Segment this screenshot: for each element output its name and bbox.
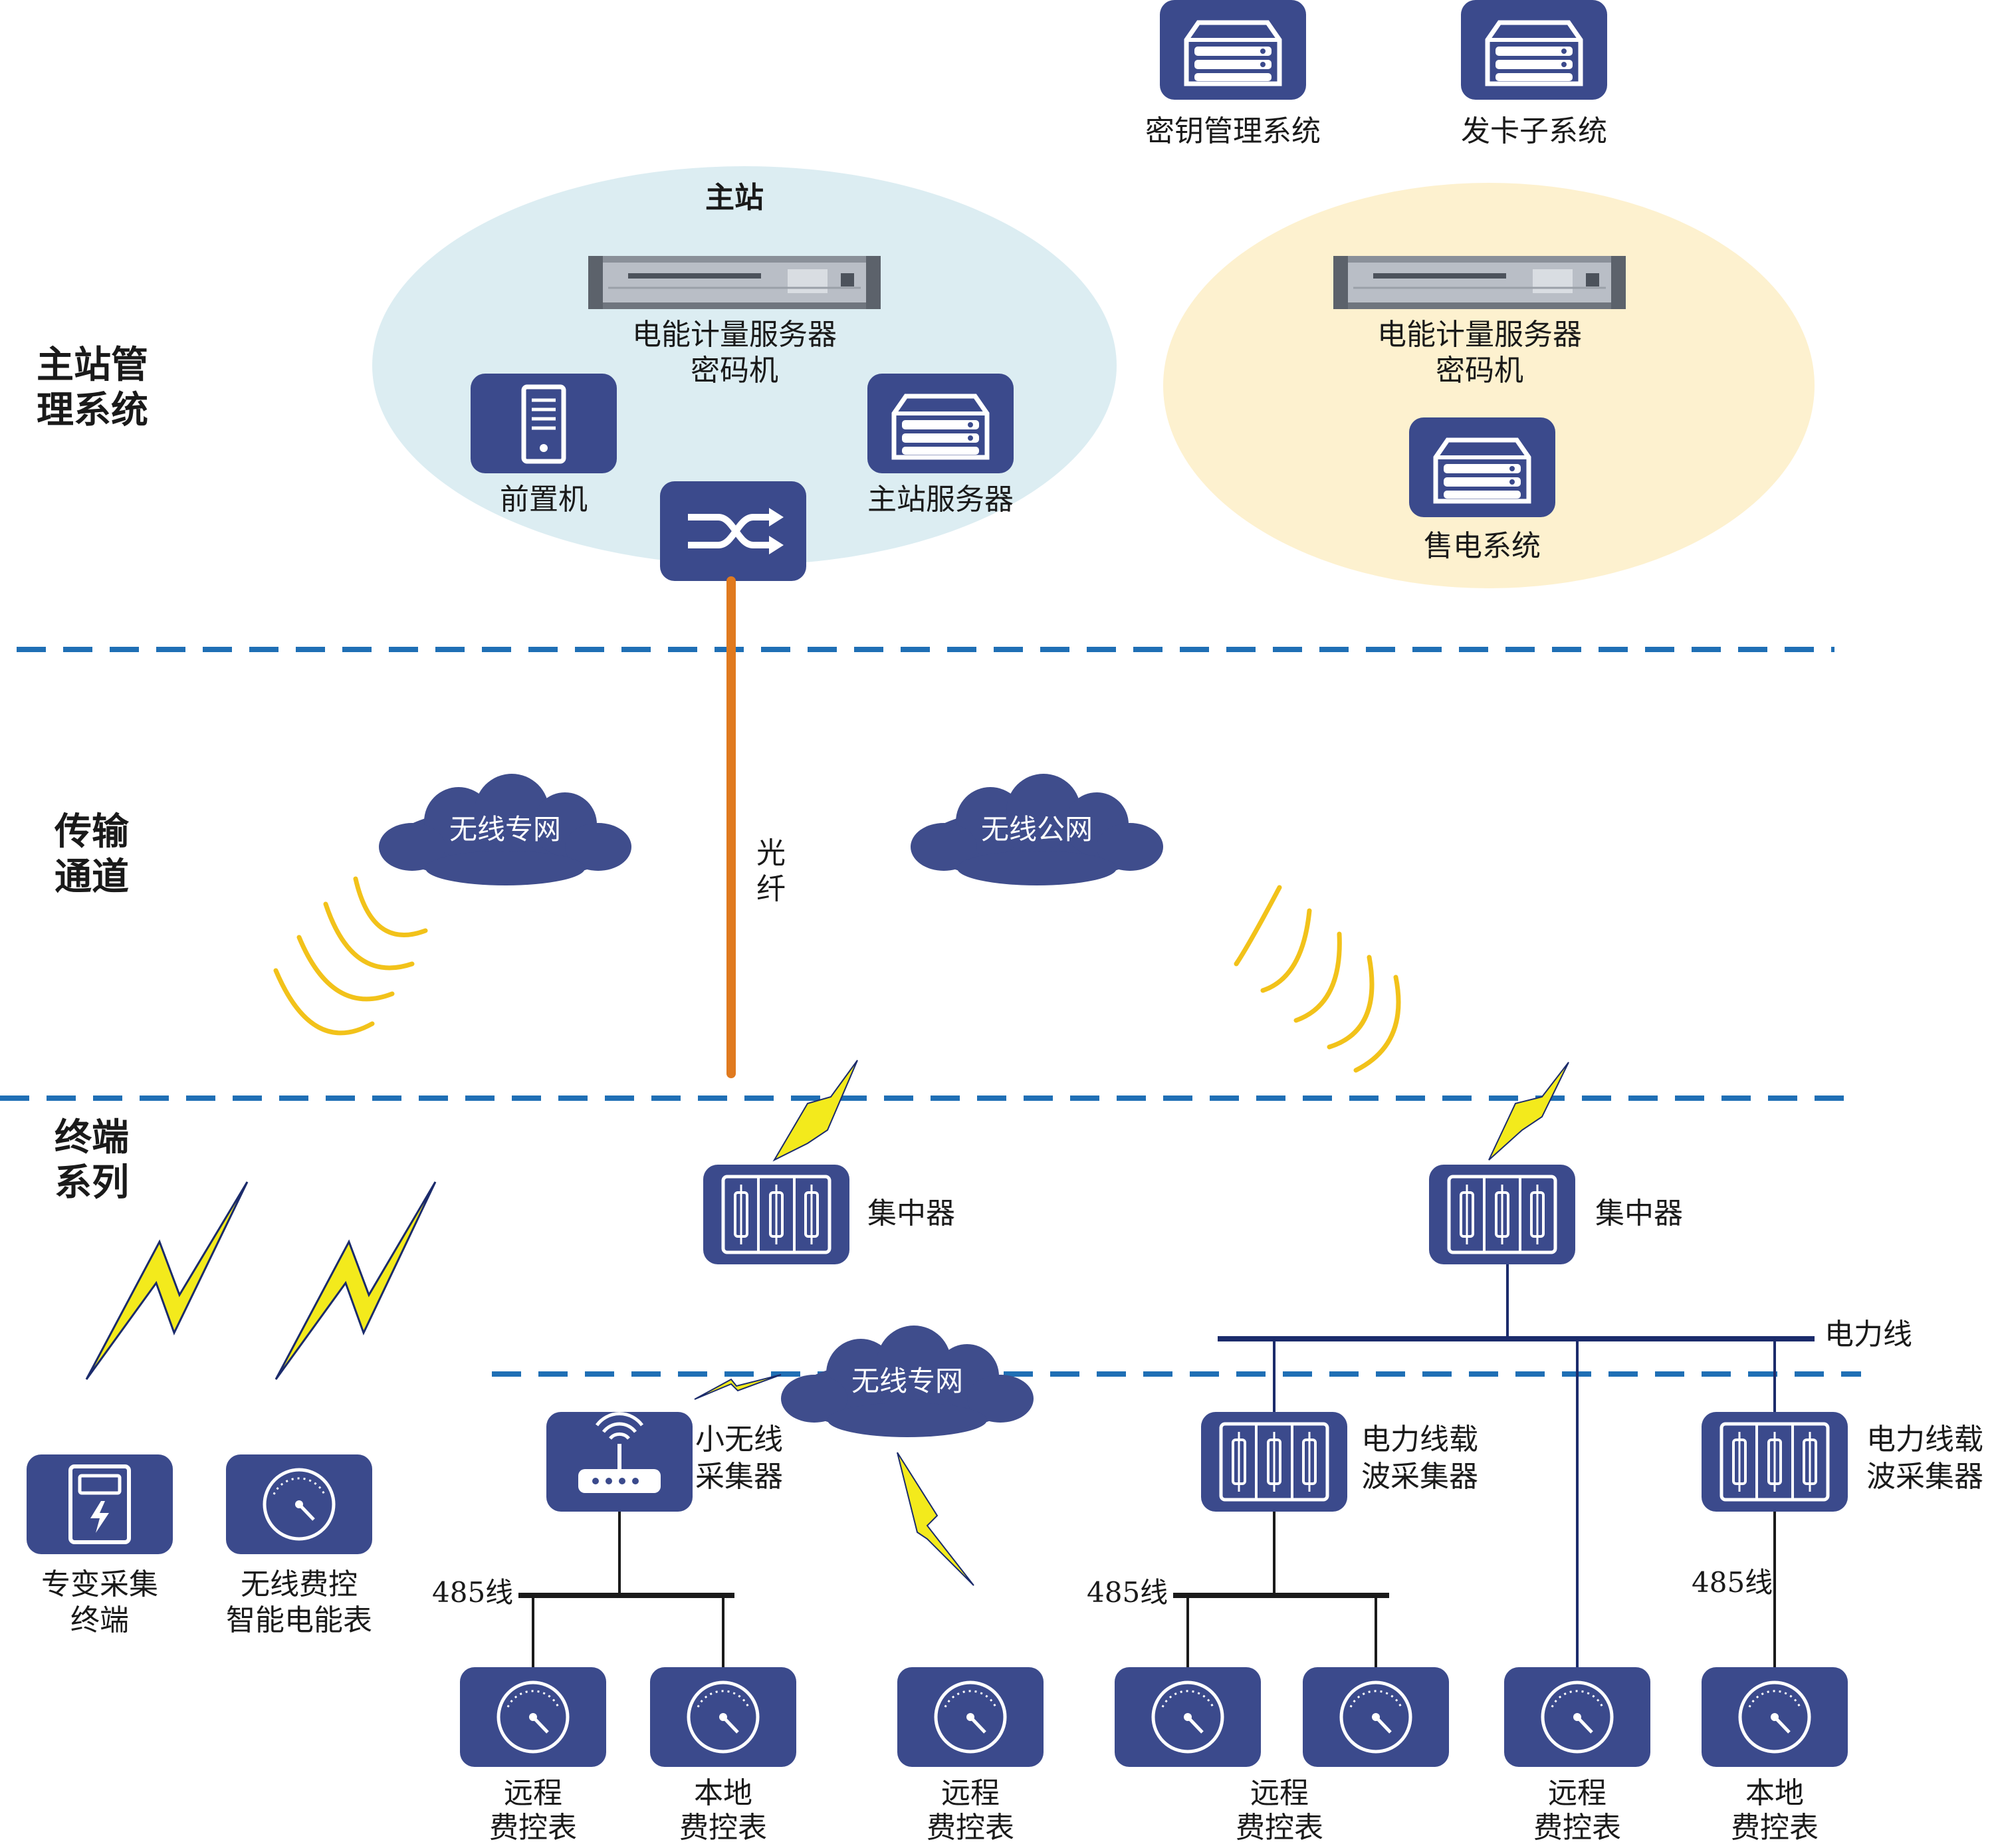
meter-icon[interactable] — [460, 1667, 606, 1767]
plc-collector-2-label-2: 波采集器 — [1866, 1460, 1983, 1494]
plc-collector-2-label-1: 电力线载 — [1866, 1423, 1983, 1456]
public-wireless-label: 无线公网 — [981, 813, 1093, 846]
plc-collector-1-label-2: 波采集器 — [1361, 1460, 1478, 1494]
crypto-machine-icon — [587, 255, 882, 310]
tier-transport-line-1: 传输 — [54, 810, 130, 854]
tier-master-line-2: 理系统 — [37, 389, 148, 432]
sales-system-label: 售电系统 — [1424, 529, 1541, 563]
front-end-pc-icon[interactable] — [471, 374, 617, 473]
lightning-icon — [1488, 1062, 1569, 1161]
wire-485-a-label: 485线 — [432, 1576, 513, 1609]
meter-sublabel-5: 费控表 — [1533, 1811, 1621, 1845]
master-server-label: 主站服务器 — [867, 483, 1014, 517]
lightning-icon — [772, 1060, 858, 1162]
sales-zone — [1163, 183, 1815, 588]
concentrator-right-label: 集中器 — [1595, 1197, 1683, 1230]
lightning-icon — [85, 1181, 249, 1380]
meter-label-5: 远程 — [1548, 1776, 1606, 1810]
sales-crypto-machine-icon — [1332, 255, 1627, 310]
lower-private-wireless-label: 无线专网 — [851, 1365, 963, 1397]
lightning-icon — [897, 1452, 974, 1586]
fiber-label-1: 光 — [756, 836, 786, 870]
smart-meter-label-2: 智能电能表 — [226, 1603, 372, 1637]
key-management-label: 密钥管理系统 — [1145, 114, 1321, 148]
meter-label-4: 远程 — [1250, 1776, 1309, 1810]
sales-crypto-label-2: 密码机 — [1436, 354, 1523, 388]
sales-crypto-label-1: 电能计量服务器 — [1377, 318, 1582, 352]
wire-485-c-label: 485线 — [1692, 1566, 1773, 1599]
key-management-server-icon[interactable] — [1160, 0, 1306, 100]
small-wireless-label-1: 小无线 — [695, 1423, 783, 1456]
meter-label-3: 远程 — [941, 1776, 1000, 1810]
private-wireless-label: 无线专网 — [449, 813, 561, 846]
small-wireless-collector-icon[interactable] — [546, 1412, 693, 1512]
tier-terminal-line-1: 终端 — [55, 1116, 129, 1159]
meter-icon[interactable] — [650, 1667, 796, 1767]
wire-485-b-label: 485线 — [1087, 1576, 1168, 1609]
sales-system-server-icon[interactable] — [1409, 417, 1555, 517]
card-issuing-label: 发卡子系统 — [1461, 114, 1607, 148]
wireless-wave-icon — [1234, 885, 1401, 1073]
meter-icon[interactable] — [1702, 1667, 1848, 1767]
meter-sublabel-4: 费控表 — [1236, 1811, 1323, 1845]
meter-icon[interactable] — [1303, 1667, 1449, 1767]
network-switch-icon[interactable] — [660, 481, 806, 581]
meter-icon[interactable] — [1115, 1667, 1261, 1767]
plc-collector-1-label-1: 电力线载 — [1361, 1423, 1478, 1456]
master-server-icon[interactable] — [867, 374, 1014, 473]
plc-collector-2-icon[interactable] — [1702, 1412, 1848, 1512]
meter-sublabel-1: 费控表 — [489, 1811, 577, 1845]
wireless-wave-icon — [273, 876, 428, 1036]
concentrator-left-icon[interactable] — [703, 1165, 849, 1264]
small-wireless-label-2: 采集器 — [695, 1460, 783, 1494]
front-end-label: 前置机 — [500, 483, 588, 517]
card-issuing-server-icon[interactable] — [1461, 0, 1607, 100]
fiber-label-2: 纤 — [756, 872, 786, 906]
special-terminal-label-2: 终端 — [70, 1603, 129, 1637]
wireless-smart-meter-icon[interactable] — [226, 1454, 372, 1554]
master-crypto-label-2: 密码机 — [691, 354, 778, 388]
concentrator-right-icon[interactable] — [1429, 1165, 1575, 1264]
master-station-title: 主站 — [705, 181, 764, 215]
meter-label-1: 远程 — [504, 1776, 562, 1810]
meter-sublabel-3: 费控表 — [927, 1811, 1014, 1845]
tier-master-line-1: 主站管 — [37, 344, 148, 387]
tier-transport-line-2: 通道 — [55, 856, 129, 899]
tier-terminal-line-2: 系列 — [55, 1161, 129, 1205]
smart-meter-label-1: 无线费控 — [241, 1567, 358, 1601]
concentrator-left-label: 集中器 — [867, 1197, 955, 1230]
power-line-label: 电力线 — [1825, 1318, 1912, 1351]
meter-label-6: 本地 — [1745, 1776, 1804, 1810]
meter-label-2: 本地 — [694, 1776, 752, 1810]
special-terminal-label-1: 专变采集 — [41, 1567, 158, 1601]
meter-sublabel-2: 费控表 — [679, 1811, 767, 1845]
plc-collector-1-icon[interactable] — [1201, 1412, 1347, 1512]
lightning-icon — [694, 1374, 782, 1400]
meter-icon[interactable] — [1504, 1667, 1650, 1767]
meter-sublabel-6: 费控表 — [1731, 1811, 1819, 1845]
special-transformer-terminal-icon[interactable] — [27, 1454, 173, 1554]
meter-icon[interactable] — [897, 1667, 1044, 1767]
master-crypto-label-1: 电能计量服务器 — [632, 318, 837, 352]
lightning-icon — [275, 1181, 437, 1380]
